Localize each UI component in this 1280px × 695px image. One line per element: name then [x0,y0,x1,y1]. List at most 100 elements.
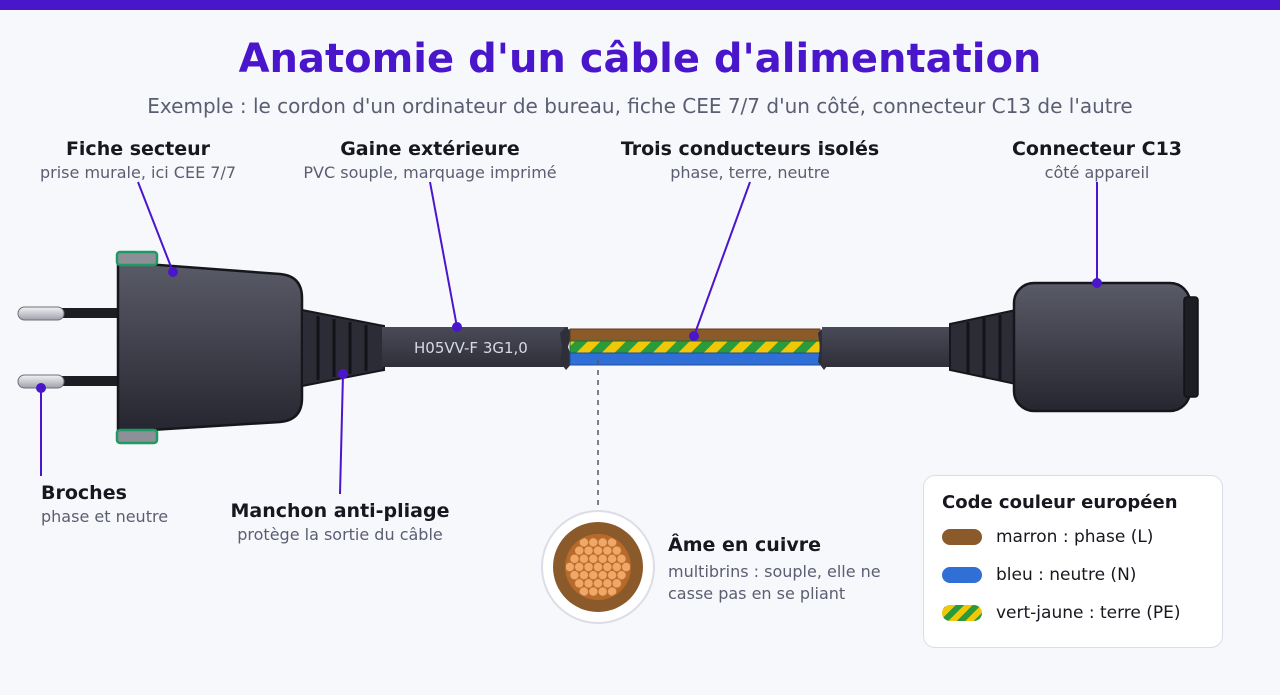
conductor-neutral [569,352,821,366]
copper-strand [593,545,604,556]
legend-label-neutre: bleu : neutre (N) [996,565,1137,585]
label-broches-title: Broches [41,482,127,504]
copper-core-cross-section [541,510,655,624]
dot-conducteurs [689,331,699,341]
copper-strand [593,578,604,589]
copper-strand [588,586,599,597]
copper-strand [588,537,599,548]
label-manchon-title: Manchon anti-pliage [230,500,450,522]
label-ame-cuivre: Âme en cuivre multibrins : souple, elle … [668,534,881,605]
label-manchon-sub: protège la sortie du câble [237,524,443,544]
label-conducteurs: Trois conducteurs isolés phase, terre, n… [621,138,879,183]
label-ame-sub-line1: multibrins : souple, elle ne [668,561,881,581]
legend-item-phase: marron : phase (L) [942,526,1153,548]
color-code-legend: Code couleur européen marron : phase (L)… [923,475,1223,648]
cable-marking-text: H05VV-F 3G1,0 [414,339,528,357]
pin-tip-top [17,306,65,321]
dot-fiche [168,267,178,277]
label-ame-title: Âme en cuivre [668,534,821,556]
leader-lines [40,181,1098,495]
pins-group [17,306,120,389]
copper-strand [611,562,622,573]
label-gaine: Gaine extérieure PVC souple, marquage im… [303,138,556,183]
copper-strand [597,586,608,597]
dot-manchon [338,369,348,379]
label-fiche-secteur: Fiche secteur prise murale, ici CEE 7/7 [40,138,236,183]
copper-strand [569,570,580,581]
dot-connecteur [1092,278,1102,288]
outer-sheath-right [822,327,952,367]
top-accent-bar [0,0,1280,10]
copper-strand [607,570,618,581]
copper-strand [578,553,589,564]
plug-shell [116,260,304,434]
label-fiche-sub: prise murale, ici CEE 7/7 [39,162,237,182]
copper-strand [574,545,585,556]
copper-strand [588,570,599,581]
legend-swatch-brown [942,529,982,545]
pin-shaft-top [60,308,120,318]
copper-strand [583,562,594,573]
earth-clip-bottom [115,428,159,445]
conductor-earth [569,340,821,354]
legend-swatch-blue [942,567,982,583]
copper-strand [578,570,589,581]
earth-clip-top [115,250,159,267]
legend-item-neutre: bleu : neutre (N) [942,564,1136,586]
outer-sheath-left [382,327,568,367]
dot-gaine [452,322,462,332]
copper-strand [574,562,585,573]
copper-strand [583,545,594,556]
plug-body [115,250,304,445]
copper-strand [616,570,627,581]
copper-strand [616,553,627,564]
copper-strand [602,562,613,573]
legend-item-terre: vert-jaune : terre (PE) [942,602,1181,624]
strain-relief-right [949,308,1017,386]
label-ame-sub-line2: casse pas en se pliant [668,583,846,603]
leader-manchon [339,373,344,495]
copper-strand [597,537,608,548]
copper-strand [611,545,622,556]
legend-swatch-green-yellow [942,605,982,621]
legend-title: Code couleur européen [942,492,1178,513]
copper-strand [621,562,630,573]
copper-strand [602,545,613,556]
label-fiche-title: Fiche secteur [65,138,211,160]
legend-label-terre: vert-jaune : terre (PE) [996,603,1181,623]
copper-strand [611,578,622,589]
copper-strand [602,578,613,589]
label-connecteur: Connecteur C13 côté appareil [1012,138,1182,183]
copper-strand [597,553,608,564]
page-subtitle: Exemple : le cordon d'un ordinateur de b… [147,94,1133,118]
copper-strand [597,570,608,581]
legend-label-phase: marron : phase (L) [996,527,1154,547]
conductors-group [569,328,821,366]
leader-gaine [429,181,458,328]
label-broches: Broches phase et neutre [41,482,168,527]
label-connecteur-sub: côté appareil [1044,162,1150,182]
copper-strand [593,562,604,573]
label-broches-sub: phase et neutre [41,506,169,526]
label-manchon: Manchon anti-pliage protège la sortie du… [230,500,449,545]
strain-relief-left [301,308,385,388]
pin-shaft-bottom [60,376,120,386]
copper-strand [574,578,585,589]
c13-connector [1012,281,1199,413]
copper-strand [583,578,594,589]
copper-strand [566,562,575,573]
label-gaine-sub: PVC souple, marquage imprimé [303,162,557,182]
leader-fiche [137,181,174,273]
leader-conducteurs [693,181,751,337]
leader-dots [36,267,1102,393]
label-connecteur-title: Connecteur C13 [1011,138,1183,160]
copper-strand [588,553,599,564]
copper-strand [569,553,580,564]
page-title: Anatomie d'un câble d'alimentation [238,36,1042,82]
copper-strand [607,553,618,564]
dot-broches [36,383,46,393]
label-conducteurs-sub: phase, terre, neutre [670,162,830,182]
label-conducteurs-title: Trois conducteurs isolés [620,138,880,160]
label-gaine-title: Gaine extérieure [340,138,520,160]
